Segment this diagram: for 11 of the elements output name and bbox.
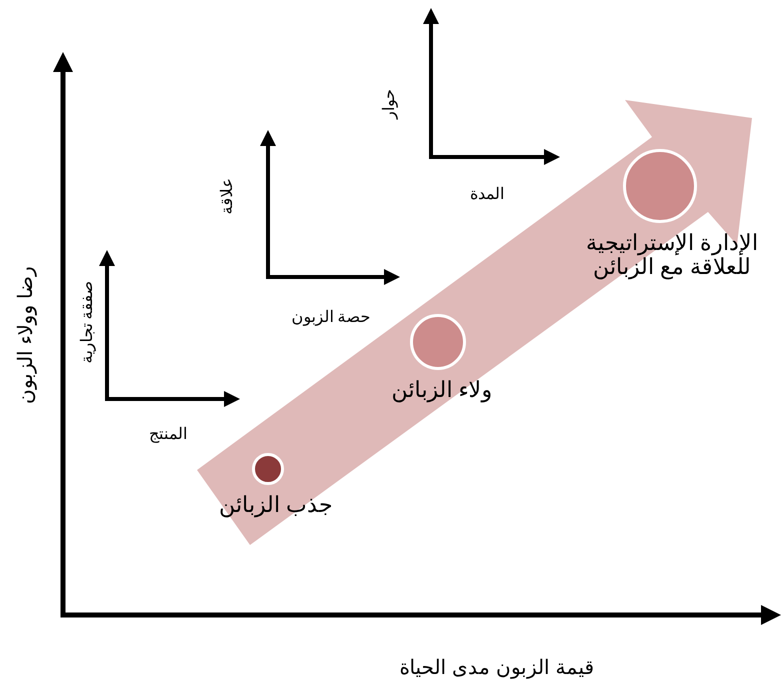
axis-label: حصة الزبون: [291, 310, 371, 326]
axis-label: حوار: [382, 89, 398, 119]
axis-label: علاقة: [220, 178, 236, 214]
stage-label: الإدارة الإستراتيجية للعلاقة مع الزبائن: [584, 231, 760, 280]
axis-label: المدة: [470, 187, 504, 203]
axis-label: قيمة الزبون مدى الحياة: [400, 658, 594, 678]
axis-label: صفقة تجارية: [80, 280, 96, 364]
stage-label: ولاء الزبائن: [391, 378, 493, 402]
axis-label: رضا وولاء الزبون: [16, 266, 36, 404]
stage-label: جذب الزبائن: [218, 493, 334, 518]
axis-label: المنتج: [149, 427, 187, 443]
